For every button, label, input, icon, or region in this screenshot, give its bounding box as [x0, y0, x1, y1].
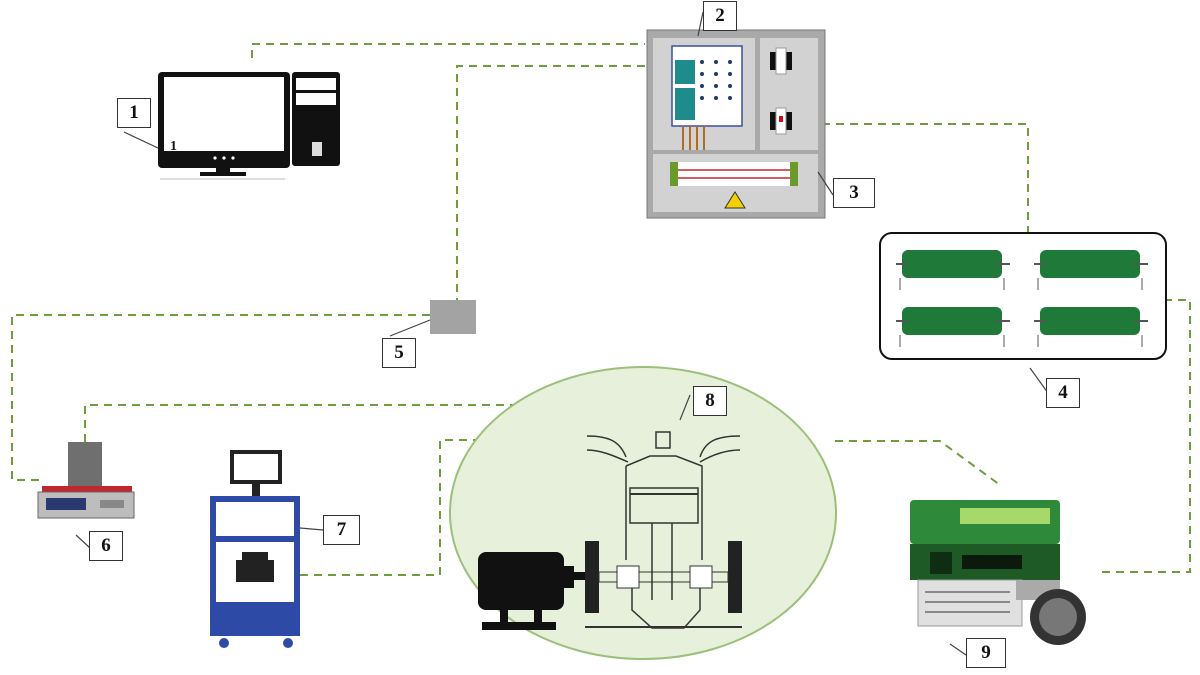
- label-control-cabinet: 2: [703, 1, 737, 31]
- label-power-module: 3: [833, 178, 875, 208]
- fuel-scale: [37, 442, 135, 519]
- computer: [158, 72, 340, 180]
- label-emission-analyzer: 7: [323, 515, 360, 545]
- label-resistor-load-bank: 4: [1046, 378, 1080, 408]
- label-engine-test-bench: 8: [693, 386, 727, 416]
- label-fuel-scale: 6: [89, 531, 123, 561]
- label-computer: 1: [117, 98, 151, 128]
- emission-analyzer: [210, 450, 300, 648]
- generator: [910, 500, 1086, 645]
- signal-converter: [430, 300, 476, 334]
- resistor-load-bank: [879, 232, 1167, 360]
- label-signal-converter: 5: [382, 338, 416, 368]
- screen-mark: 1: [170, 139, 177, 154]
- label-generator: 9: [966, 638, 1006, 668]
- engine-test-bench: [449, 366, 837, 660]
- leader-lines: [75, 11, 1049, 656]
- control-cabinet: [646, 29, 826, 219]
